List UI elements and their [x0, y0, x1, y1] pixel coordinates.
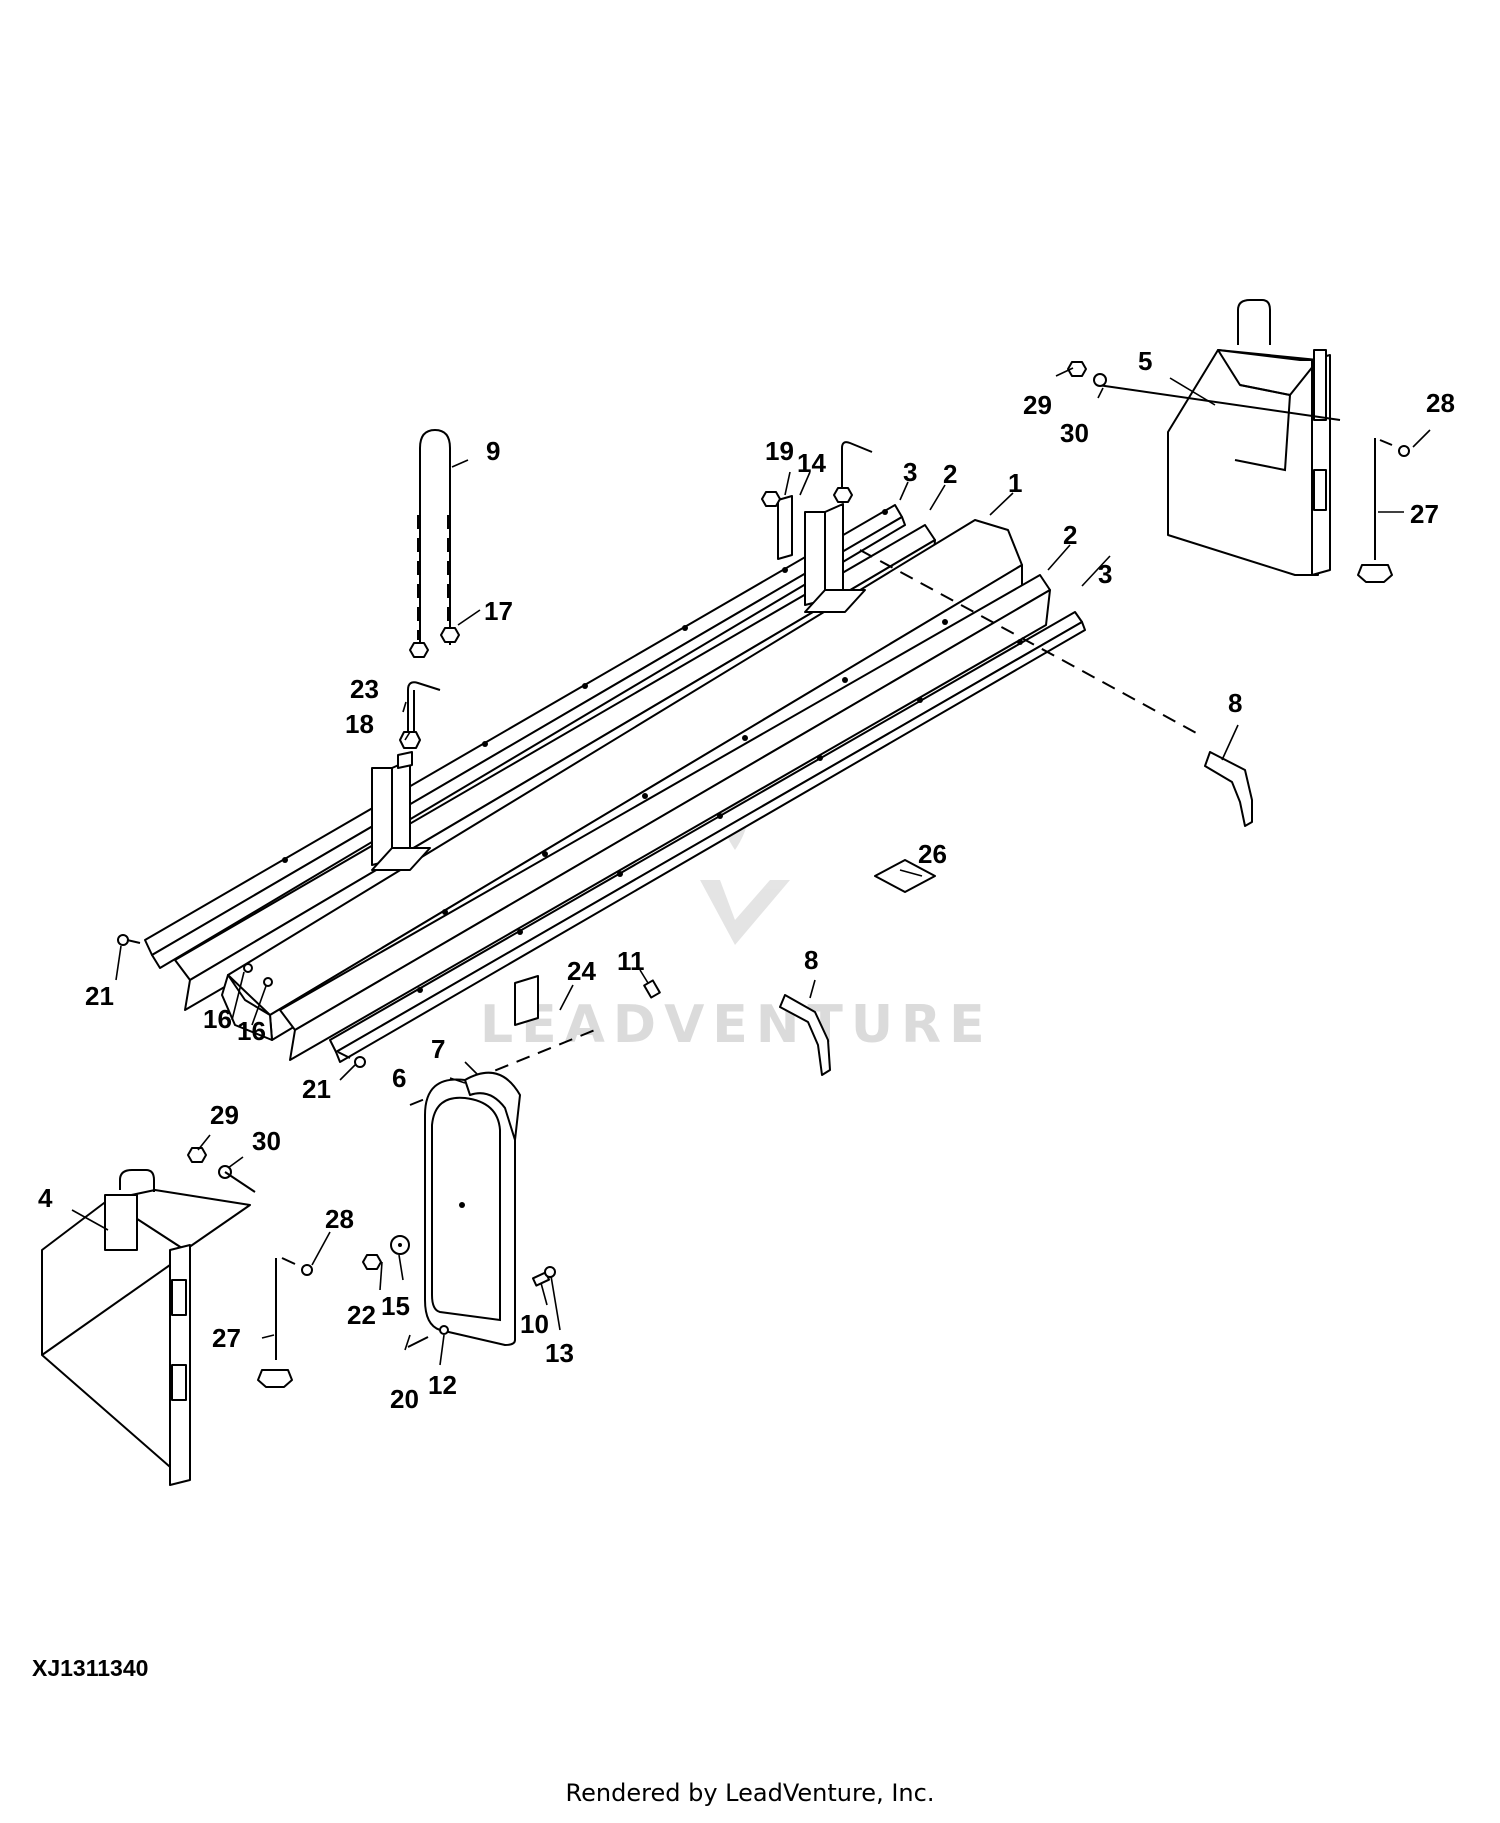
- callout-4: 4: [38, 1183, 53, 1213]
- callout-29-right: 29: [1023, 390, 1052, 420]
- left-upright-bracket: [371, 751, 431, 871]
- callouts: 1 2 2 3 3 4 5 6 7 8 8 9 10 11 12 13 14 1…: [38, 346, 1455, 1414]
- callout-21-right: 21: [302, 1074, 331, 1104]
- callout-19: 19: [765, 436, 794, 466]
- part-29-30-right-hardware: [1067, 361, 1107, 387]
- hidden-line-part-8: [859, 549, 1201, 736]
- diagram-reference-code: XJ1311340: [32, 1655, 149, 1681]
- callout-21-left: 21: [85, 981, 114, 1011]
- part-3-back-rail: [144, 504, 906, 969]
- callout-22: 22: [347, 1300, 376, 1330]
- callout-15: 15: [381, 1291, 410, 1321]
- watermark: LEADVENTURE: [480, 780, 993, 1055]
- part-4-left-end-cap: [41, 1169, 251, 1486]
- part-21-screw-left: [117, 934, 141, 946]
- callout-7: 7: [431, 1034, 445, 1064]
- part-16-screws: [243, 963, 273, 987]
- callout-28-left: 28: [325, 1204, 354, 1234]
- watermark-text: LEADVENTURE: [480, 995, 993, 1055]
- part-24-decal: [514, 975, 539, 1026]
- callout-30-right: 30: [1060, 418, 1089, 448]
- callout-20: 20: [390, 1384, 419, 1414]
- callout-6: 6: [392, 1063, 406, 1093]
- part-27-right-lanyard: [1357, 438, 1393, 583]
- footer-credit: Rendered by LeadVenture, Inc.: [565, 1779, 935, 1807]
- part-3-front-rail: [329, 611, 1086, 1063]
- part-5-right-end-cap: [1167, 299, 1331, 576]
- callout-9: 9: [486, 436, 500, 466]
- callout-13: 13: [545, 1338, 574, 1368]
- part-28-right-bolt: [1379, 439, 1410, 457]
- callout-18: 18: [345, 709, 374, 739]
- part-10-13-pin: [531, 1266, 556, 1287]
- callout-3-back: 3: [903, 457, 917, 487]
- leader-lines: [71, 367, 1431, 1366]
- part-2-front-angle: [279, 574, 1051, 1061]
- callout-11: 11: [617, 946, 645, 976]
- part-26-decal: [874, 859, 936, 893]
- part-20-12-screw: [407, 1325, 449, 1348]
- part-8-upper-pin: [1204, 751, 1253, 827]
- callout-30-left: 30: [252, 1126, 281, 1156]
- part-21-screw-right: [337, 1051, 366, 1068]
- part-6-door: [424, 1078, 516, 1346]
- callout-23: 23: [350, 674, 379, 704]
- part-22-15-bolt-washer: [362, 1235, 410, 1270]
- callout-24: 24: [567, 956, 596, 986]
- callout-5: 5: [1138, 346, 1152, 376]
- part-11-spring: [643, 979, 661, 999]
- callout-27-left: 27: [212, 1323, 241, 1353]
- part-27-left-lanyard: [257, 1258, 293, 1388]
- callout-16-right: 16: [237, 1016, 266, 1046]
- callout-29-left: 29: [210, 1100, 239, 1130]
- part-19-14-top-pin: [761, 441, 873, 507]
- callout-16-left: 16: [203, 1004, 232, 1034]
- part-5-attach-line: [1097, 384, 1341, 421]
- callout-1: 1: [1008, 468, 1022, 498]
- callout-8-upper: 8: [1228, 688, 1242, 718]
- callout-10: 10: [520, 1309, 549, 1339]
- part-23-l-pin: [399, 681, 441, 749]
- callout-2-front: 2: [1063, 520, 1077, 550]
- callout-17: 17: [484, 596, 513, 626]
- callout-14: 14: [797, 448, 826, 478]
- callout-27-right: 27: [1410, 499, 1439, 529]
- part-9-u-bolt: [419, 428, 451, 645]
- callout-8-lower: 8: [804, 945, 818, 975]
- right-upright-bracket: [777, 495, 866, 613]
- callout-2-back: 2: [943, 459, 957, 489]
- part-7-seal: [464, 1071, 521, 1141]
- part-29-30-left-hardware: [187, 1147, 256, 1193]
- part-17-nuts: [409, 627, 460, 658]
- part-28-left-bolt: [281, 1257, 313, 1276]
- callout-3-front: 3: [1098, 559, 1112, 589]
- part-8-lower-pin: [779, 994, 831, 1076]
- callout-12: 12: [428, 1370, 457, 1400]
- callout-26: 26: [918, 839, 947, 869]
- callout-28-right: 28: [1426, 388, 1455, 418]
